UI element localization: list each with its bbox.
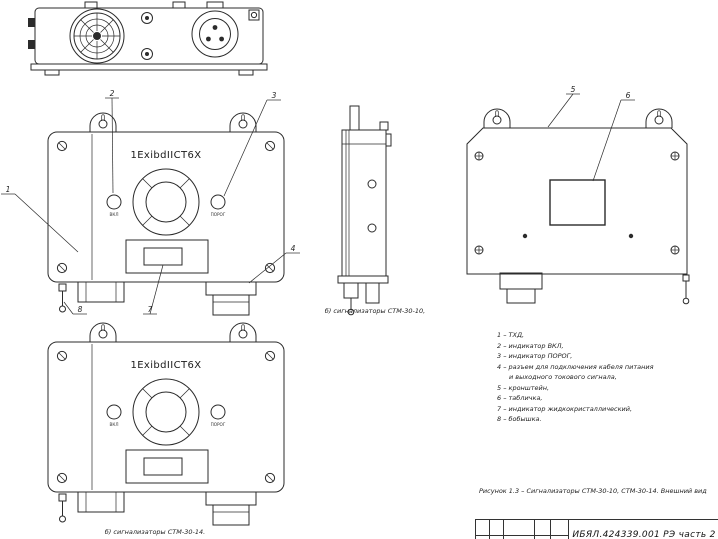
col-doc: № докум. xyxy=(504,535,535,539)
callout-4: 4 xyxy=(291,244,296,253)
side-view-drawing xyxy=(337,105,392,316)
mounting-keyhole-right xyxy=(645,108,673,128)
callout-1: 1 xyxy=(6,185,11,194)
side-ear-plate xyxy=(349,105,360,131)
legend-item-8: 8 – бобышка. xyxy=(497,415,542,423)
caption-view-b: б) сигнализаторы СТМ-30-14. xyxy=(104,528,206,536)
side-boss-icon xyxy=(367,179,377,189)
col-sign: Подп. xyxy=(535,535,551,539)
callout-6: 6 xyxy=(626,91,631,100)
fan-grille-icon xyxy=(69,8,125,64)
title-block: Изм. Лист № докум. Подп. Дата ИБЯЛ.42433… xyxy=(475,519,718,539)
legend-item-4: 4 – разъем для подключения кабеля питани… xyxy=(497,362,654,371)
front-view-b-drawing xyxy=(47,322,285,526)
rear-boss-pin xyxy=(682,274,690,305)
top-housing xyxy=(34,7,264,65)
rear-bracket-outline xyxy=(466,127,688,275)
col-date: Дата xyxy=(551,536,568,539)
legend-item-2: 2 – индикатор ВКЛ, xyxy=(497,341,564,350)
nameplate xyxy=(549,179,606,226)
col-izm: Изм. xyxy=(476,535,490,539)
parts-legend: 1 – ТХД, 2 – индикатор ВКЛ, 3 – индикато… xyxy=(497,330,654,425)
title-block-empty-row xyxy=(476,520,568,535)
hex-screw-icon xyxy=(28,40,35,49)
callout-5: 5 xyxy=(571,85,576,94)
cross-screw-icon xyxy=(474,151,680,255)
col-list: Лист xyxy=(490,535,504,539)
top-view-drawing xyxy=(28,1,268,76)
panel-screw-icon xyxy=(141,12,153,60)
legend-item-7: 7 – индикатор жидкокристаллический, xyxy=(497,404,633,413)
corner-bolt-icon xyxy=(248,9,260,21)
figure-caption: Рисунок 1.3 – Сигнализаторы СТМ-30-10, С… xyxy=(479,487,707,495)
power-connector-icon xyxy=(191,1,239,58)
mounting-keyhole-left xyxy=(483,108,511,128)
rear-connector-block xyxy=(499,272,543,304)
callout-8: 8 xyxy=(78,305,83,314)
callout-2: 2 xyxy=(110,89,115,98)
legend-item-4-cont: и выходного токового сигнала, xyxy=(509,373,617,381)
legend-item-3: 3 – индикатор ПОРОГ, xyxy=(497,352,573,360)
side-housing xyxy=(341,129,387,277)
title-block-header-row: Изм. Лист № докум. Подп. Дата xyxy=(476,534,568,539)
legend-item-5: 5 – кронштейн, xyxy=(497,383,550,392)
title-block-grid: Изм. Лист № докум. Подп. Дата xyxy=(476,520,569,539)
legend-item-6: 6 – табличка, xyxy=(497,394,543,402)
callout-7: 7 xyxy=(148,305,153,314)
rear-view-drawing: 5 6 xyxy=(466,85,690,305)
document-number: ИБЯЛ.424339.001 РЭ часть 2 xyxy=(572,530,716,539)
side-boss-icon xyxy=(367,223,377,233)
caption-view-a: б) сигнализаторы СТМ-30-10, xyxy=(324,307,426,315)
hex-screw-icon xyxy=(28,18,35,27)
side-boss-pin xyxy=(347,298,355,316)
front-view-a-drawing: 2 3 1 8 7 4 xyxy=(1,89,300,316)
legend-item-1: 1 – ТХД, xyxy=(497,331,525,339)
callout-3: 3 xyxy=(272,91,277,100)
